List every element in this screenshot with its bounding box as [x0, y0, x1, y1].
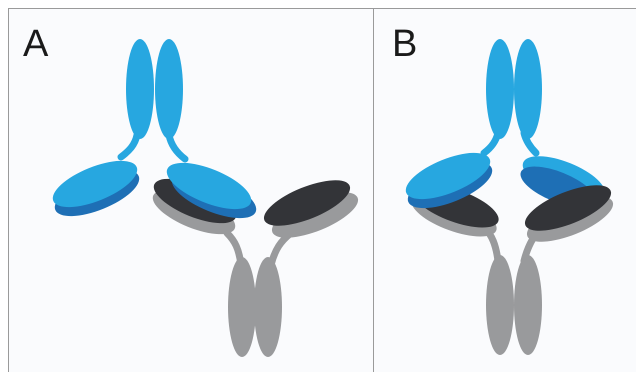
blue-fc-right [514, 39, 542, 139]
blue-fc-right [155, 39, 183, 139]
panel-b: B [373, 8, 636, 372]
blue-fc-left [126, 39, 154, 139]
gray-fc-left [486, 255, 514, 355]
gray-fc-right [254, 257, 282, 357]
gray-fc-left [228, 257, 256, 357]
gray-fc-right [514, 255, 542, 355]
blue-hinge-left [121, 135, 137, 157]
blue-hinge-right [169, 135, 185, 159]
panel-a-antibodies [9, 9, 374, 372]
gray-hinge-right [271, 233, 291, 265]
blue-fc-left [486, 39, 514, 139]
panel-a: A [8, 8, 374, 372]
panel-b-antibody [374, 9, 636, 372]
